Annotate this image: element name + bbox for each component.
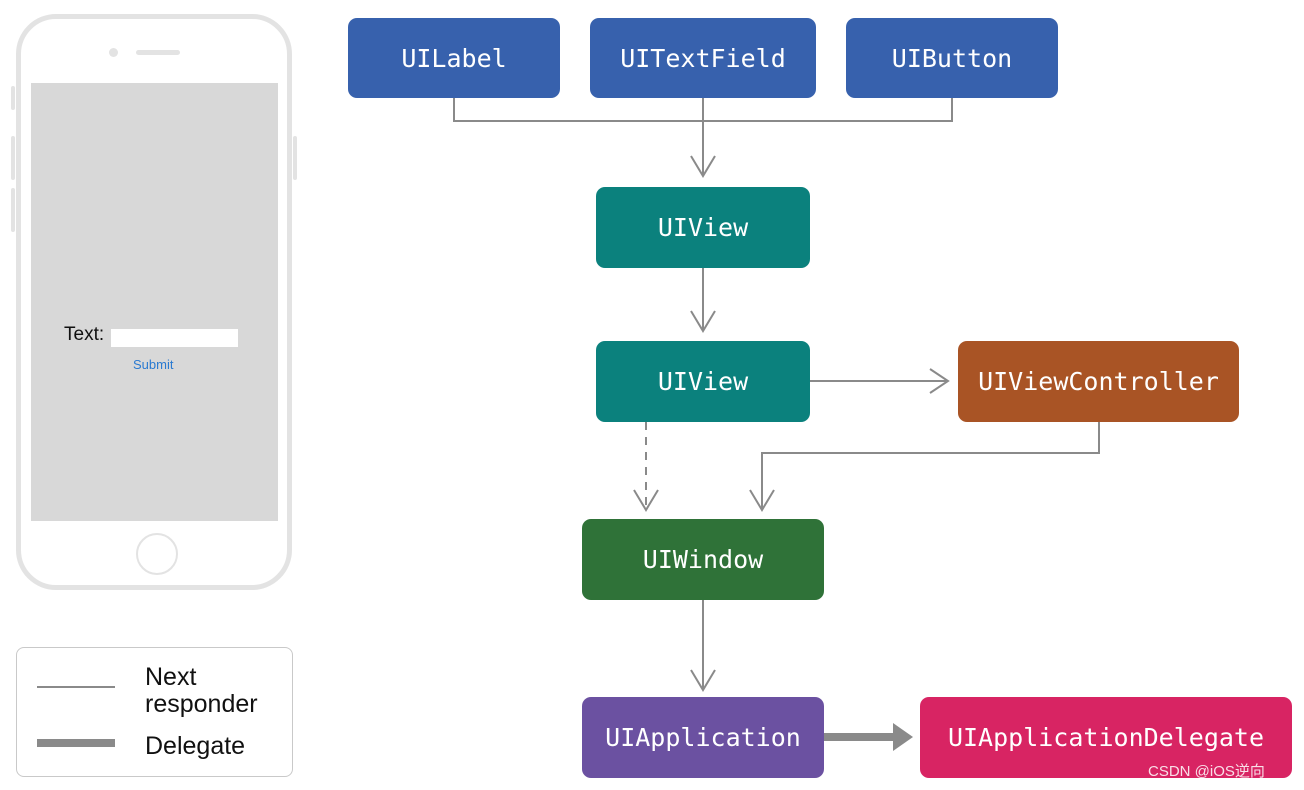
- uitextfield-node: UITextField: [590, 18, 816, 98]
- delegate-arrowhead: [893, 723, 913, 751]
- connector-uilabel-to-uiview: [453, 97, 703, 122]
- arrowhead-uiapplication: [690, 669, 716, 692]
- phone-side-button-3: [11, 188, 15, 232]
- legend: Next responder Delegate: [16, 647, 293, 777]
- phone-side-button-1: [11, 86, 15, 110]
- uiviewcontroller-node: UIViewController: [958, 341, 1239, 422]
- uiapplicationdelegate-node: UIApplicationDelegate: [920, 697, 1292, 778]
- legend-delegate-label: Delegate: [145, 732, 246, 760]
- phone-camera-icon: [109, 48, 118, 57]
- legend-next-responder-line: [37, 686, 115, 688]
- arrowhead-viewcontroller: [929, 368, 950, 394]
- phone-submit-button[interactable]: Submit: [133, 357, 174, 372]
- phone-mockup: Text: Submit: [16, 14, 292, 590]
- phone-screen: Text: Submit: [31, 83, 278, 521]
- phone-speaker-icon: [136, 50, 180, 55]
- connector-viewcontroller-to-uiwindow: [761, 422, 1100, 510]
- watermark-text: CSDN @iOS逆向: [1148, 763, 1265, 780]
- phone-home-button-icon: [136, 533, 178, 575]
- uiwindow-node: UIWindow: [582, 519, 824, 600]
- arrowhead-uiview-top: [690, 155, 716, 178]
- uilabel-node: UILabel: [348, 18, 560, 98]
- arrowhead-uiwindow-dashed: [633, 489, 659, 512]
- phone-side-button-2: [11, 136, 15, 180]
- uiview-top-node: UIView: [596, 187, 810, 268]
- connector-uibutton-to-uiview: [703, 97, 953, 122]
- arrowhead-uiview-middle: [690, 310, 716, 333]
- arrowhead-uiwindow: [749, 489, 775, 512]
- phone-text-label: Text:: [64, 324, 105, 345]
- legend-delegate-line: [37, 739, 115, 747]
- uibutton-node: UIButton: [846, 18, 1058, 98]
- legend-next-responder-label: Next responder: [145, 663, 258, 718]
- uiapplication-node: UIApplication: [582, 697, 824, 778]
- uiview-middle-node: UIView: [596, 341, 810, 422]
- phone-side-button-4: [293, 136, 297, 180]
- phone-text-field[interactable]: [111, 329, 238, 347]
